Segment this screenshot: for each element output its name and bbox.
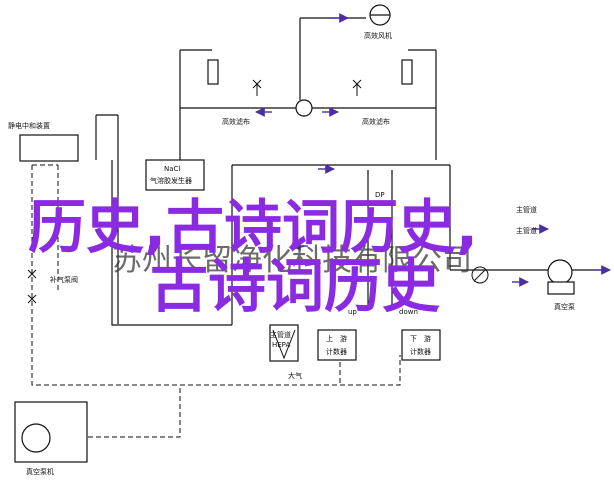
watermark-company: 苏州长留净化科技有限公司 xyxy=(112,243,472,278)
label-vacuum-pump: 真空泵机 xyxy=(26,467,54,476)
label-right-lower: 主管道 xyxy=(516,226,537,235)
label-filter-left: 高效滤布 xyxy=(222,117,250,126)
label-up-counter-2: 游 xyxy=(340,334,347,343)
label-up-counter-1: 上 xyxy=(326,334,333,343)
label-dp: DP xyxy=(375,191,385,199)
label-down-counter-3: 计数器 xyxy=(410,347,431,356)
label-down: down xyxy=(399,308,418,316)
label-down-counter-1: 下 xyxy=(410,335,417,343)
label-exhaust: 真空泵 xyxy=(554,302,575,311)
label-right-upper: 主管道 xyxy=(516,205,537,214)
main-piping xyxy=(95,17,605,360)
label-air: 大气 xyxy=(288,371,302,380)
label-down-counter-2: 游 xyxy=(424,334,431,343)
label-fan-side: 补气泵阀 xyxy=(50,275,78,284)
label-hepa-en: HEPA xyxy=(272,341,290,349)
valve-glyphs xyxy=(27,79,489,360)
label-up-counter-3: 计数器 xyxy=(326,347,347,356)
label-up: up xyxy=(348,308,357,316)
label-aerosol: 气溶胶发生器 xyxy=(150,176,192,185)
label-filter-right: 高效滤布 xyxy=(362,117,390,126)
label-panel: 静电中和装置 xyxy=(8,121,50,130)
label-hepa-cn: 主管道 xyxy=(270,330,291,339)
flow-arrows xyxy=(255,13,611,287)
label-nacl: NaCl xyxy=(164,165,180,173)
overlay-title-line2: 古诗词历史 xyxy=(150,252,440,320)
overlay-title-line1: 历史,古诗词历史, xyxy=(28,193,478,261)
components xyxy=(14,4,575,463)
label-top-fan: 高效风机 xyxy=(364,31,392,40)
